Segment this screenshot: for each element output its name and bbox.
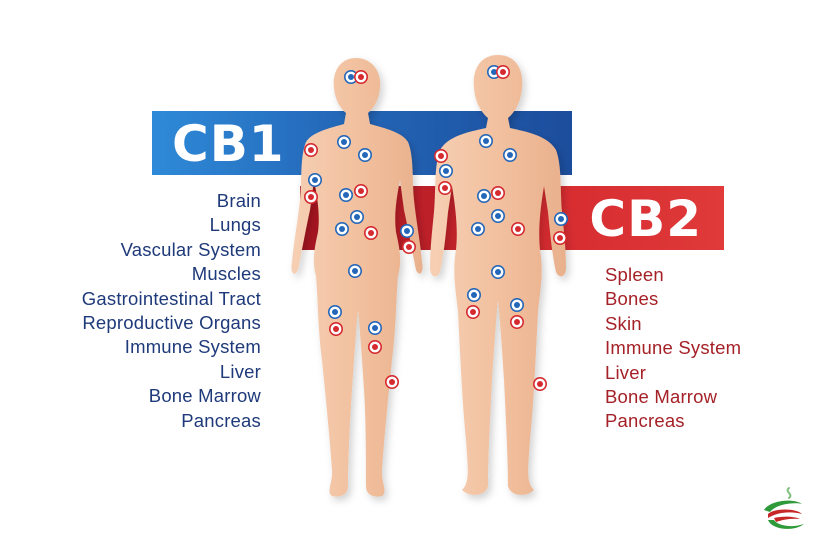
cb1-item: Lungs — [209, 214, 261, 236]
cb2-receptor-dot-core — [308, 194, 314, 200]
cb2-receptor-dot-core — [500, 69, 506, 75]
cb1-item: Reproductive Organs — [82, 312, 261, 334]
cb2-receptor-dot-core — [495, 190, 501, 196]
cb2-receptor-dot-core — [358, 188, 364, 194]
cb2-receptor-dot-core — [442, 185, 448, 191]
cb2-receptor-dot-core — [438, 153, 444, 159]
cb1-item: Vascular System — [120, 238, 261, 260]
cb2-item: Spleen — [605, 264, 664, 285]
cb1-receptor-dot-core — [339, 226, 345, 232]
cb1-receptor-dot-core — [507, 152, 513, 158]
green-red-swirl-logo-icon — [764, 487, 804, 529]
cb1-receptor-dot-core — [341, 139, 347, 145]
cb2-organ-list: Spleen Bones Skin Immune System Liver Bo… — [605, 263, 741, 434]
cb1-receptor-dot-core — [558, 216, 564, 222]
cb2-item: Immune System — [605, 337, 742, 359]
cb1-item: Immune System — [124, 336, 261, 358]
cb1-receptor-dot-core — [332, 309, 338, 315]
receptor-dots — [303, 65, 568, 391]
cb1-item: Pancreas — [181, 409, 261, 431]
cb2-receptor-dot-core — [515, 226, 521, 232]
cb1-receptor-dot-core — [312, 177, 318, 183]
cb2-receptor-dot-core — [514, 319, 520, 325]
cb2-receptor-dot-core — [372, 344, 378, 350]
cb1-receptor-dot-core — [352, 268, 358, 274]
cb1-receptor-dot-core — [475, 226, 481, 232]
cb1-receptor-dot-core — [495, 213, 501, 219]
cb2-title: CB2 — [589, 190, 702, 248]
cb1-receptor-dot-core — [471, 292, 477, 298]
cb1-receptor-dot-core — [491, 69, 497, 75]
cb2-receptor-dot-core — [557, 235, 563, 241]
cb2-receptor-dot-core — [389, 379, 395, 385]
cb2-item: Bone Marrow — [605, 386, 718, 408]
cb2-item: Bones — [605, 288, 659, 310]
cb1-item: Bone Marrow — [148, 385, 261, 407]
cb1-item: Brain — [216, 190, 261, 211]
cb1-receptor-dot-core — [443, 168, 449, 174]
cb1-receptor-dot-core — [348, 74, 354, 80]
cb2-receptor-dot-core — [358, 74, 364, 80]
cb1-receptor-dot-core — [481, 193, 487, 199]
cb2-receptor-dot-core — [406, 244, 412, 250]
cb1-receptor-dot-core — [514, 302, 520, 308]
cb1-item: Liver — [219, 360, 261, 382]
cb1-receptor-dot-core — [404, 228, 410, 234]
cb1-receptor-dot-core — [343, 192, 349, 198]
cb1-receptor-dot-core — [483, 138, 489, 144]
cb2-receptor-dot-core — [537, 381, 543, 387]
cb1-receptor-dot-core — [495, 269, 501, 275]
cb2-receptor-dot-core — [368, 230, 374, 236]
cb1-title: CB1 — [172, 115, 285, 173]
cb2-receptor-dot-core — [333, 326, 339, 332]
cb1-receptor-dot-core — [354, 214, 360, 220]
cb2-receptor-dot-core — [308, 147, 314, 153]
cb2-receptor-dot-core — [470, 309, 476, 315]
cb1-item: Muscles — [191, 263, 261, 285]
cb1-receptor-dot-core — [372, 325, 378, 331]
cb1-organ-list: Brain Lungs Vascular System Muscles Gast… — [82, 189, 261, 433]
cb2-item: Skin — [605, 312, 642, 334]
cb2-item: Liver — [605, 361, 647, 383]
cb1-item: Gastrointestinal Tract — [81, 287, 261, 309]
cb2-item: Pancreas — [605, 410, 685, 432]
cb1-receptor-dot-core — [362, 152, 368, 158]
